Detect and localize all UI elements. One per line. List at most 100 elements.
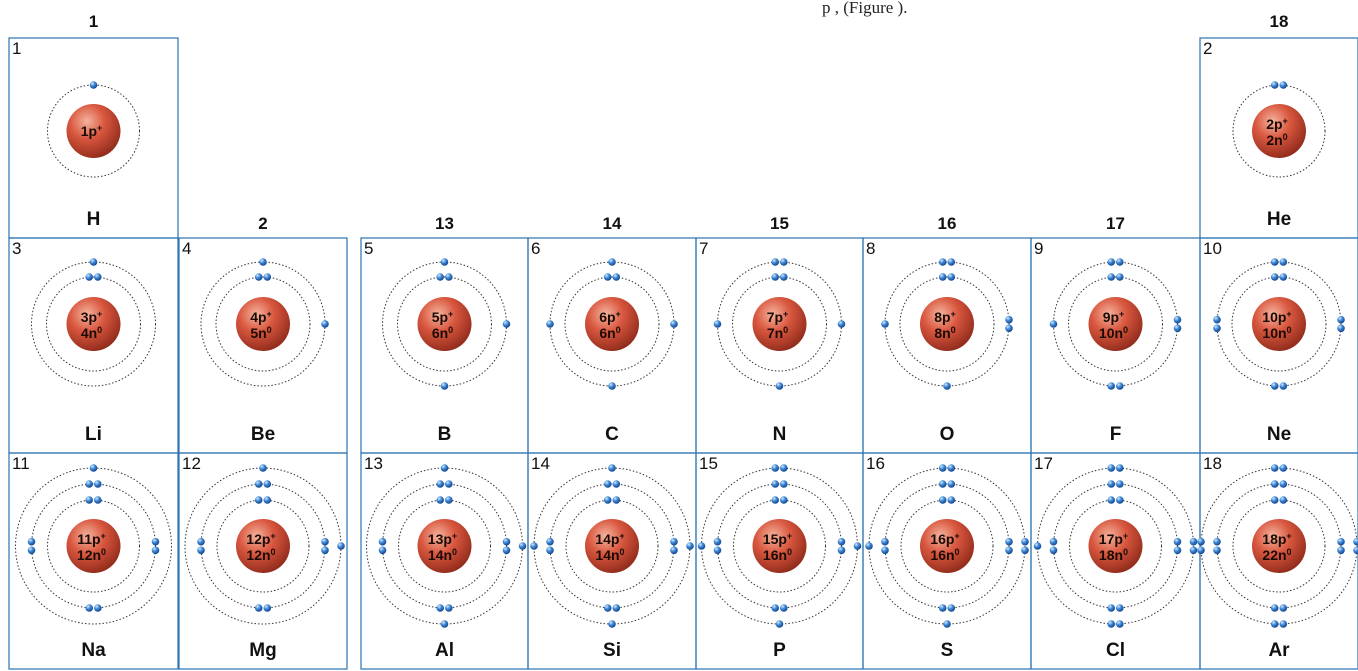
neutron-count: 6n0 [432, 325, 453, 341]
electron [263, 496, 272, 504]
electron-shell [215, 276, 311, 372]
atomic-number: 16 [866, 454, 885, 473]
electron [263, 480, 272, 488]
electron-shell [398, 499, 491, 593]
proton-count: 18p+ [1262, 531, 1291, 547]
element-symbol: He [1267, 209, 1291, 230]
electron [546, 546, 554, 555]
electron [771, 604, 779, 612]
electron [445, 604, 453, 612]
element-symbol: Mg [249, 640, 276, 661]
electron [603, 480, 612, 488]
proton-count: 3p+ [81, 309, 103, 325]
electron [1049, 537, 1058, 546]
electron [445, 273, 453, 281]
element-symbol: Al [435, 640, 454, 661]
element-symbol: S [941, 640, 954, 661]
electron-shell [1232, 499, 1326, 593]
proton-count: 7p+ [767, 309, 789, 325]
electron [1107, 620, 1115, 628]
proton-count: 5p+ [432, 309, 454, 325]
electron [1116, 604, 1124, 612]
electron [546, 537, 554, 546]
electron [1270, 273, 1279, 281]
electron [713, 546, 722, 555]
electron [603, 496, 612, 504]
atomic-number: 6 [531, 239, 540, 258]
electron [440, 382, 449, 390]
electron [436, 496, 445, 504]
electron [1270, 604, 1279, 612]
atomic-number: 7 [699, 239, 708, 258]
neutron-count: 10n0 [1262, 325, 1291, 341]
element-cell-h: 11p+H [8, 37, 179, 239]
electron [780, 464, 788, 472]
atomic-number: 3 [12, 239, 21, 258]
electron-shell [1231, 276, 1327, 372]
electron [612, 273, 621, 281]
electron [713, 537, 722, 546]
neutron-count: 7n0 [767, 325, 788, 341]
proton-count: 2p+ [1266, 116, 1288, 132]
nucleus [1088, 297, 1143, 351]
atomic-number: 15 [699, 454, 718, 473]
electron-shell [1068, 276, 1163, 372]
electron-shell [382, 483, 507, 609]
electron [27, 546, 36, 555]
atomic-number: 8 [866, 239, 875, 258]
electron-shell [717, 483, 842, 609]
neutron-count: 16n0 [930, 547, 959, 563]
electron [1173, 315, 1182, 324]
electron [1353, 537, 1358, 546]
electron [608, 258, 616, 266]
electron [321, 537, 329, 546]
atomic-number: 10 [1203, 239, 1222, 258]
electron [1116, 382, 1124, 390]
electron [1189, 537, 1198, 546]
electron [1270, 81, 1279, 89]
electron [670, 320, 678, 328]
electron [259, 258, 267, 266]
element-symbol: H [87, 209, 101, 230]
electron [1005, 546, 1013, 555]
electron [85, 273, 93, 281]
electron-shell [899, 276, 995, 372]
electron [881, 537, 889, 546]
neutron-count: 18n0 [1099, 547, 1128, 563]
atomic-number: 4 [182, 239, 191, 258]
electron [337, 542, 345, 550]
element-cells: 11p+H22p+2n0He33p+4n0Li44p+5n0Be55p+6n0B… [8, 37, 1358, 670]
electron [1005, 537, 1013, 546]
electron [608, 382, 616, 390]
electron-shell [732, 276, 827, 372]
electron [1049, 546, 1058, 555]
neutron-count: 12n0 [77, 547, 106, 563]
nucleus [66, 519, 121, 573]
electron-shell [1053, 483, 1178, 609]
electron [27, 537, 36, 546]
electron [530, 542, 538, 550]
electron [1213, 315, 1221, 324]
electron [713, 320, 722, 328]
electron [321, 546, 329, 555]
nucleus [920, 297, 974, 351]
electron-shell [216, 499, 310, 593]
cell-border [178, 452, 348, 670]
electron [263, 273, 272, 281]
electron [881, 320, 889, 328]
electron-shell [31, 483, 156, 609]
electron [837, 546, 846, 555]
atomic-number: 18 [1203, 454, 1222, 473]
electron-shell [564, 276, 660, 372]
electron [780, 258, 788, 266]
electron [436, 604, 445, 612]
electron-shell [1216, 483, 1342, 609]
neutron-count: 12n0 [246, 547, 275, 563]
